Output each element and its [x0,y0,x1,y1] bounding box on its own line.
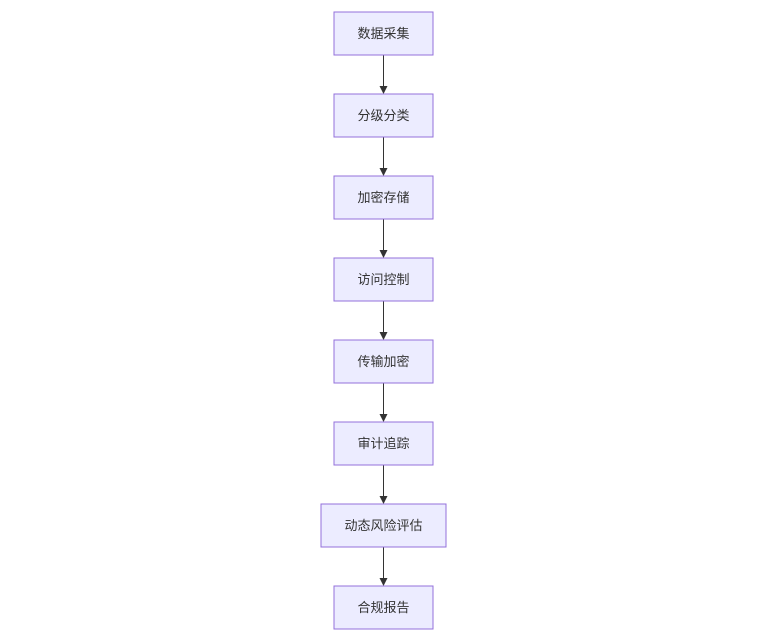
edge-dynamic-risk-assessment-to-compliance-report [379,547,388,586]
node-access-control: 访问控制 [333,257,434,302]
node-label: 动态风险评估 [344,519,422,534]
node-label: 访问控制 [357,273,409,288]
node-label: 审计追踪 [357,436,409,452]
node-box [333,585,434,630]
node-data-collection: 数据采集 [333,11,434,56]
arrowhead-icon [379,332,388,340]
node-transmission-encryption: 传输加密 [333,339,434,384]
node-box [333,93,434,138]
node-label: 合规报告 [357,601,409,616]
node-box [333,421,434,466]
edge-encrypted-storage-to-access-control [379,219,388,258]
node-label: 传输加密 [357,354,409,370]
arrowhead-icon [379,250,388,258]
node-box [333,339,434,384]
edge-access-control-to-transmission-encryption [379,301,388,340]
node-label: 加密存储 [357,190,409,206]
edge-transmission-encryption-to-audit-tracking [379,383,388,422]
arrowhead-icon [379,168,388,176]
node-compliance-report: 合规报告 [333,585,434,630]
node-box [333,257,434,302]
edge-data-collection-to-classification [379,55,388,94]
node-box [333,11,434,56]
node-encrypted-storage: 加密存储 [333,175,434,220]
edge-audit-tracking-to-dynamic-risk-assessment [379,465,388,504]
node-dynamic-risk-assessment: 动态风险评估 [320,503,447,548]
arrowhead-icon [379,414,388,422]
node-box [333,175,434,220]
node-classification: 分级分类 [333,93,434,138]
node-audit-tracking: 审计追踪 [333,421,434,466]
arrowhead-icon [379,86,388,94]
edge-classification-to-encrypted-storage [379,137,388,176]
node-box [320,503,447,548]
arrowhead-icon [379,496,388,504]
arrowhead-icon [379,578,388,586]
edges-layer [379,55,388,586]
node-label: 分级分类 [357,109,409,124]
node-label: 数据采集 [357,26,409,42]
